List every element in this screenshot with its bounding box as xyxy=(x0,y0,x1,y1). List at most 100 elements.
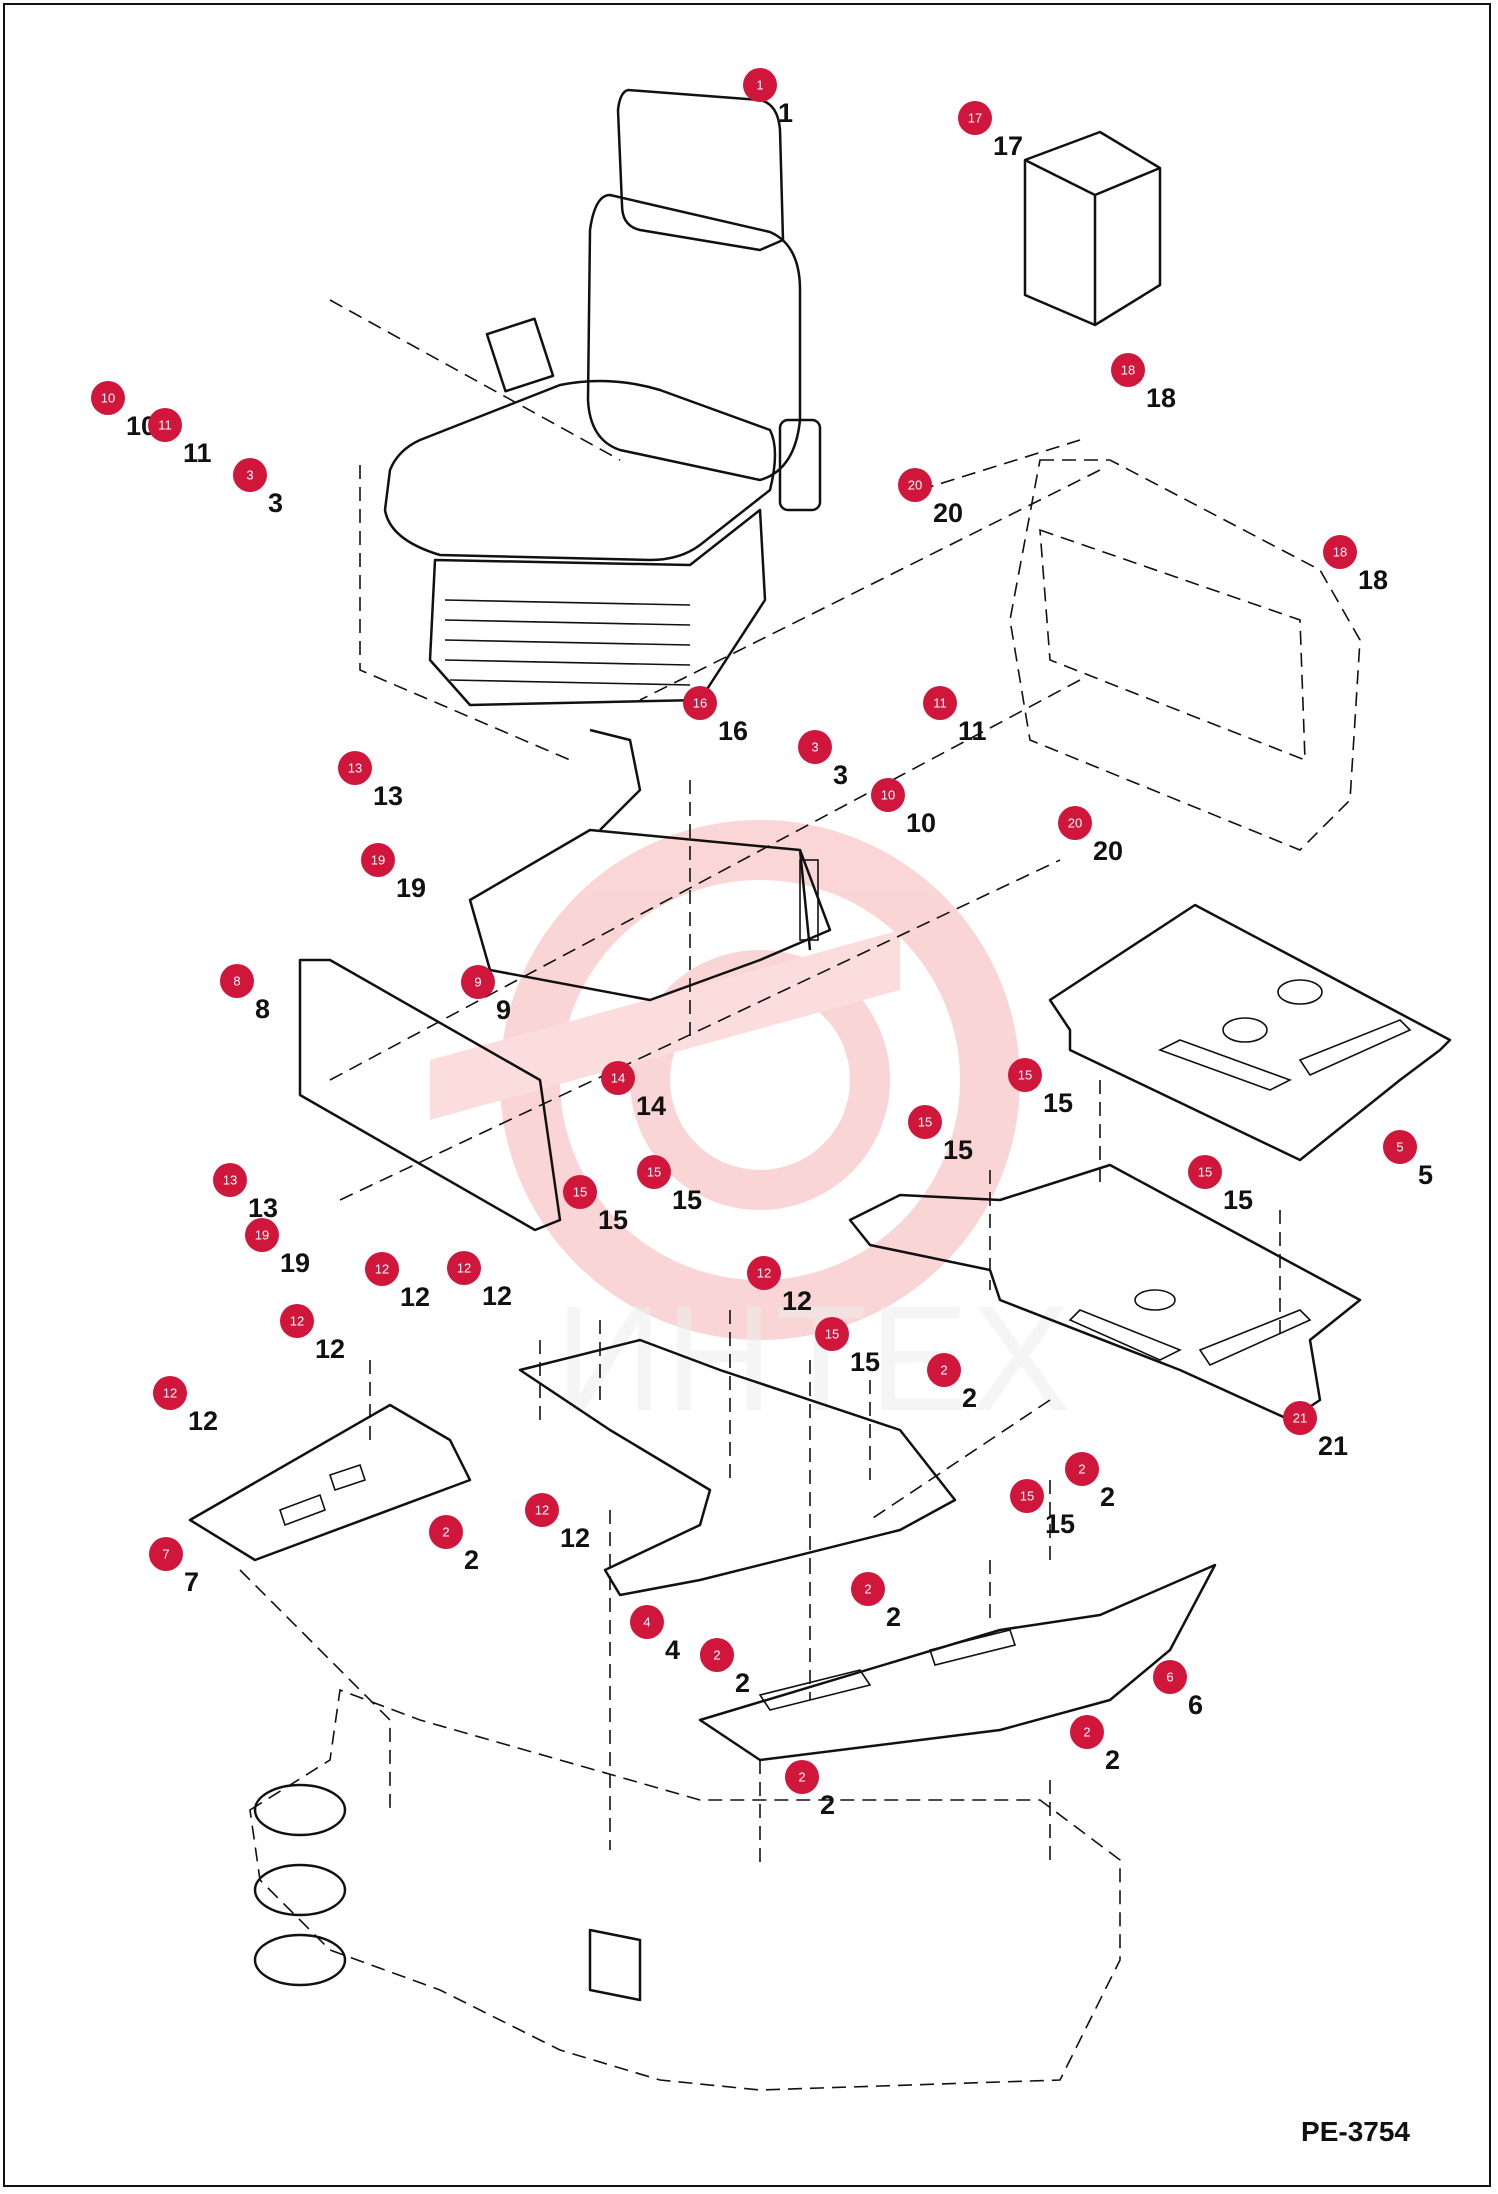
watermark-gear-icon xyxy=(500,820,1020,1340)
callout-badge-number: 11 xyxy=(933,696,947,711)
callout-number: 9 xyxy=(496,995,511,1025)
callout-badge-circle xyxy=(338,751,372,785)
callout-badge-number: 12 xyxy=(290,1314,304,1329)
callout-badge-3: 33 xyxy=(233,458,283,518)
callout-badge-circle xyxy=(1323,535,1357,569)
callout-badge-circle xyxy=(700,1638,734,1672)
callout-number: 15 xyxy=(672,1185,702,1215)
assembly-line xyxy=(759,1399,1051,1870)
callout-badge-circle xyxy=(601,1061,635,1095)
callout-number: 3 xyxy=(833,760,848,790)
callout-badge-5: 55 xyxy=(1383,1130,1433,1190)
callout-number: 2 xyxy=(735,1668,750,1698)
callout-badge-circle xyxy=(871,778,905,812)
floor-plate-outline xyxy=(1048,903,1452,1162)
floor-plate-cutouts xyxy=(1157,1019,1412,1091)
watermark: ИНТЕХ xyxy=(430,820,1073,1442)
callout-badge-number: 12 xyxy=(457,1261,471,1276)
callout-number: 10 xyxy=(906,808,936,838)
callout-badge-3: 33 xyxy=(798,730,848,790)
callout-badge-circle xyxy=(1188,1155,1222,1189)
callout-number: 12 xyxy=(782,1286,812,1316)
callout-number: 12 xyxy=(400,1282,430,1312)
side-panel-outline xyxy=(298,958,562,1232)
callout-badge-circle xyxy=(1383,1130,1417,1164)
frame-access-panel xyxy=(588,1928,642,2002)
callout-number: 13 xyxy=(248,1193,278,1223)
callout-number: 2 xyxy=(464,1545,479,1575)
callout-number: 7 xyxy=(184,1567,199,1597)
plate-7-outline xyxy=(188,1403,472,1562)
callout-badge-circle xyxy=(365,1252,399,1286)
part-6-plate xyxy=(698,1563,1217,1762)
callout-number: 18 xyxy=(1146,383,1176,413)
seat-base-slot xyxy=(799,859,819,941)
part-4-plate xyxy=(518,1338,957,1597)
callout-badge-2: 22 xyxy=(1065,1452,1115,1512)
callout-number: 2 xyxy=(820,1790,835,1820)
seat-suspension xyxy=(428,508,767,707)
callout-badge-number: 21 xyxy=(1293,1411,1307,1426)
plate-21-hole xyxy=(1134,1289,1176,1311)
callout-badge-number: 15 xyxy=(825,1327,839,1342)
callout-number: 15 xyxy=(943,1135,973,1165)
frame-outline xyxy=(249,1688,1121,2091)
callout-badge-number: 17 xyxy=(968,111,982,126)
callout-badge-circle xyxy=(280,1304,314,1338)
callout-badge-number: 18 xyxy=(1333,545,1347,560)
callout-number: 5 xyxy=(1418,1160,1433,1190)
callout-badge-circle xyxy=(958,101,992,135)
callout-badge-9: 99 xyxy=(461,965,511,1025)
callout-badge-number: 4 xyxy=(643,1615,650,1630)
callout-number: 2 xyxy=(1105,1745,1120,1775)
callout-badge-circle xyxy=(429,1515,463,1549)
watermark-text: ИНТЕХ xyxy=(555,1274,1073,1442)
rear-cover-inner xyxy=(1039,528,1306,762)
callout-badge-circle xyxy=(747,1256,781,1290)
part-17-box xyxy=(1023,130,1162,327)
callout-badge-number: 12 xyxy=(375,1262,389,1277)
callout-badge-number: 15 xyxy=(1198,1165,1212,1180)
callout-badge-number: 20 xyxy=(1068,816,1082,831)
seat-base-plate xyxy=(468,828,832,1002)
callout-badge-circle xyxy=(1070,1715,1104,1749)
callout-number: 16 xyxy=(718,716,748,746)
callout-number: 15 xyxy=(1223,1185,1253,1215)
callout-badge-circle xyxy=(637,1155,671,1189)
callout-badge-circle xyxy=(153,1376,187,1410)
callout-number: 12 xyxy=(560,1523,590,1553)
rear-cover-panel xyxy=(1009,459,1361,851)
callout-badge-2: 22 xyxy=(851,1572,901,1632)
callout-badge-circle xyxy=(245,1218,279,1252)
callout-badge-circle xyxy=(798,730,832,764)
rear-cover-outline xyxy=(1009,459,1361,851)
callout-badge-number: 2 xyxy=(1083,1725,1090,1740)
callout-number: 20 xyxy=(1093,836,1123,866)
callout-badge-circle xyxy=(91,381,125,415)
callout-number: 19 xyxy=(396,873,426,903)
callout-badge-number: 14 xyxy=(611,1071,625,1086)
callout-badge-number: 2 xyxy=(798,1770,805,1785)
seat-assembly xyxy=(383,88,822,707)
callout-badge-2: 22 xyxy=(429,1515,479,1575)
callout-badge-2: 22 xyxy=(1070,1715,1120,1775)
callout-badge-2: 22 xyxy=(700,1638,750,1698)
callout-badge-8: 88 xyxy=(220,964,270,1024)
